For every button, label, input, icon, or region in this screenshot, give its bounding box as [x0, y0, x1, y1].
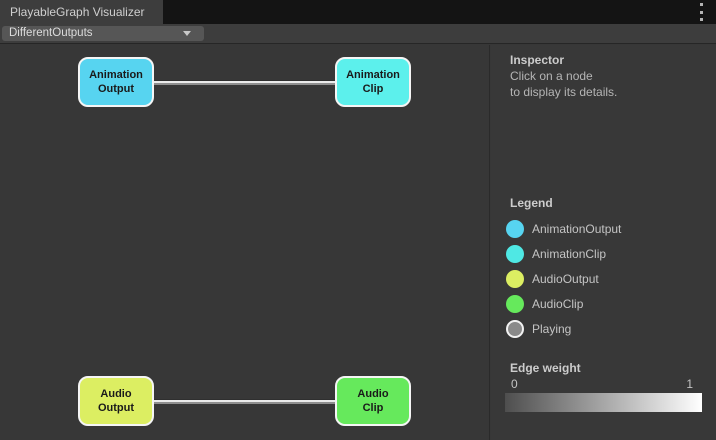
- inspector-empty-message: Click on a node to display its details.: [510, 68, 617, 100]
- legend-item-label: AudioOutput: [532, 272, 599, 286]
- playing-color-dot: [506, 320, 524, 338]
- legend-item-label: Playing: [532, 322, 572, 336]
- edge-weight-scale-labels: 0 1: [505, 377, 702, 392]
- edge-audio-output-to-clip: [116, 399, 373, 404]
- graph-selector-value: DifferentOutputs: [9, 27, 93, 39]
- kebab-dot: [699, 18, 703, 21]
- tab-bar: PlayableGraph Visualizer: [0, 0, 716, 24]
- legend-item-animation-clip: AnimationClip: [506, 245, 621, 263]
- tab-playablegraph-visualizer[interactable]: PlayableGraph Visualizer: [0, 0, 163, 24]
- node-label: Animation: [346, 69, 400, 81]
- audio-clip-color-dot: [506, 295, 524, 313]
- kebab-menu-icon[interactable]: [696, 3, 706, 21]
- legend-item-audio-output: AudioOutput: [506, 270, 621, 288]
- kebab-dot: [699, 3, 703, 6]
- inspector-empty-message-line2: to display its details.: [510, 85, 618, 99]
- node-label: Output: [97, 402, 135, 414]
- edge-weight-title: Edge weight: [510, 361, 581, 375]
- legend-item-playing: Playing: [506, 320, 621, 338]
- audio-output-color-dot: [506, 270, 524, 288]
- legend-item-label: AnimationClip: [532, 247, 607, 261]
- legend-title: Legend: [510, 196, 553, 210]
- edge-weight-gradient-fill: [505, 393, 702, 412]
- node-audio-clip[interactable]: Audio Clip: [335, 376, 411, 426]
- legend-list: AnimationOutput AnimationClip AudioOutpu…: [506, 220, 621, 345]
- inspector-title: Inspector: [510, 53, 565, 67]
- animation-clip-color-dot: [506, 245, 524, 263]
- node-animation-clip[interactable]: Animation Clip: [335, 57, 411, 107]
- legend-item-label: AnimationOutput: [532, 222, 622, 236]
- edge-animation-output-to-clip: [116, 80, 373, 85]
- inspector-empty-message-line1: Click on a node: [510, 69, 593, 83]
- chevron-down-icon: [183, 31, 191, 36]
- legend-item-label: AudioClip: [532, 297, 584, 311]
- node-label: Clip: [362, 83, 384, 95]
- node-label: Output: [97, 83, 135, 95]
- edge-weight-max: 1: [686, 377, 693, 391]
- edge-weight-gradient-bar: [505, 393, 702, 412]
- kebab-dot: [699, 10, 703, 14]
- graph-canvas[interactable]: Animation Output Animation Clip Audio Ou…: [0, 45, 490, 440]
- node-label: Clip: [362, 402, 384, 414]
- node-label: Audio: [100, 388, 132, 400]
- edge-weight-min: 0: [511, 377, 518, 391]
- node-label: Audio: [357, 388, 389, 400]
- sidebar: Inspector Click on a node to display its…: [491, 45, 716, 440]
- node-label: Animation: [89, 69, 143, 81]
- animation-output-color-dot: [506, 220, 524, 238]
- node-audio-output[interactable]: Audio Output: [78, 376, 154, 426]
- legend-item-audio-clip: AudioClip: [506, 295, 621, 313]
- node-animation-output[interactable]: Animation Output: [78, 57, 154, 107]
- graph-selector-dropdown[interactable]: DifferentOutputs: [2, 26, 204, 41]
- toolbar: DifferentOutputs: [0, 24, 716, 44]
- legend-item-animation-output: AnimationOutput: [506, 220, 621, 238]
